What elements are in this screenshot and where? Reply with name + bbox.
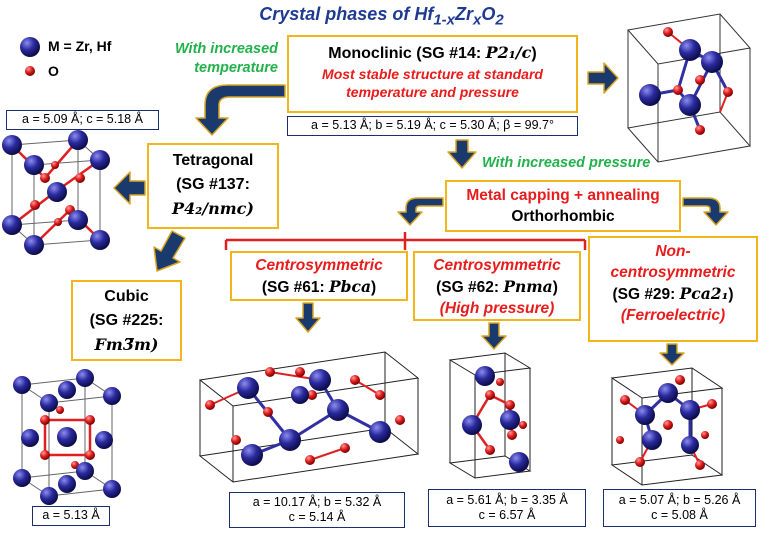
pnma-box: Centrosymmetric (SG #62: Pnma) (High pre… bbox=[413, 251, 581, 321]
legend-metal-label: M = Zr, Hf bbox=[48, 38, 112, 54]
legend: M = Zr, Hf O bbox=[8, 33, 148, 83]
monoclinic-lattice: a = 5.13 Å; b = 5.19 Å; c = 5.30 Å; β = … bbox=[287, 116, 578, 136]
arrow-to-tetragonal-structure bbox=[113, 171, 146, 205]
diagram-title: Crystal phases of Hf1-xZrxO2 bbox=[259, 4, 504, 29]
monoclinic-box: Monoclinic (SG #14: P2₁/c) Most stable s… bbox=[287, 35, 578, 113]
arrow-to-pnma-structure bbox=[481, 322, 507, 350]
pressure-label: With increased pressure bbox=[482, 155, 651, 171]
legend-markers bbox=[20, 37, 40, 76]
cubic-structure bbox=[13, 369, 121, 505]
pbca-box: Centrosymmetric (SG #61: Pbca) bbox=[230, 251, 408, 301]
tetragonal-structure bbox=[2, 130, 110, 255]
arrow-pressure-down bbox=[447, 139, 477, 169]
orthorhombic-bracket bbox=[224, 232, 587, 250]
arrow-to-pbca-structure bbox=[295, 302, 321, 333]
pnma-structure bbox=[448, 352, 532, 479]
pbca-structure bbox=[198, 351, 420, 483]
pca21-box: Non- centrosymmetric (SG #29: Pca2₁) (Fe… bbox=[588, 236, 758, 342]
arrow-to-monoclinic-structure bbox=[587, 62, 619, 94]
tetragonal-lattice: a = 5.09 Å; c = 5.18 Å bbox=[6, 110, 159, 130]
arrow-to-pca21-structure bbox=[659, 343, 685, 366]
cubic-box: Cubic (SG #225: Fm3̅m) bbox=[71, 280, 182, 361]
pca21-structure bbox=[610, 367, 724, 486]
arrow-to-tetragonal bbox=[195, 84, 286, 136]
metal-atom-icon bbox=[20, 37, 40, 57]
legend-oxygen-label: O bbox=[48, 63, 59, 79]
monoclinic-title: Monoclinic (SG #14: P2₁/c) bbox=[328, 43, 537, 62]
oxygen-atom-icon bbox=[25, 66, 35, 76]
tetragonal-box: Tetragonal (SG #137: P4₂/nmc) bbox=[147, 143, 279, 229]
arrow-to-cubic bbox=[153, 230, 186, 272]
arrow-annealing-right bbox=[682, 197, 729, 226]
arrow-annealing-left bbox=[397, 197, 444, 226]
annealing-box: Metal capping + annealing Orthorhombic bbox=[445, 180, 681, 232]
monoclinic-structure bbox=[627, 13, 751, 163]
cubic-lattice: a = 5.13 Å bbox=[32, 506, 110, 526]
